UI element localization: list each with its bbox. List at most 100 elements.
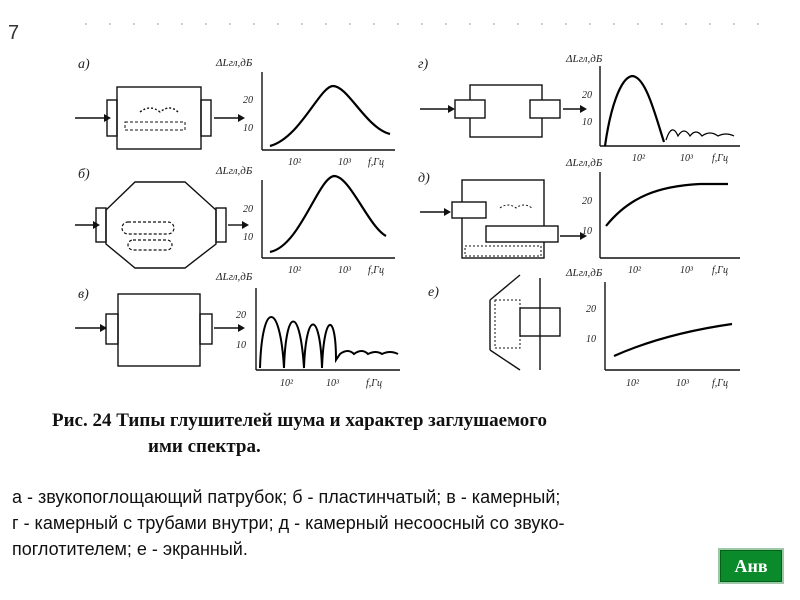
panel-d-absorber-bottom (464, 245, 542, 257)
panel-e-xtick-2: 10³ (676, 378, 690, 389)
panel-e-curve (613, 322, 733, 358)
caption-legend-line-2: г - камерный с трубами внутри; д - камер… (12, 513, 565, 533)
panel-d-xtick-1: 10² (628, 265, 642, 276)
panel-b-ylabel: ΔLгл,дБ (215, 165, 253, 177)
panel-v-ylabel: ΔLгл,дБ (215, 271, 253, 283)
panel-d-ytick-10: 10 (582, 226, 592, 237)
panel-d-inlet-arrowhead (444, 208, 451, 216)
panel-g-letter: г) (418, 57, 428, 72)
panel-g-xtick-unit: f,Гц (712, 153, 728, 164)
panel-g-xtick-2: 10³ (680, 153, 694, 164)
caption-legend-line-3: поглотителем; е - экранный. (12, 539, 248, 559)
caption-title-line-1: Рис. 24 Типы глушителей шума и характер … (52, 410, 547, 431)
panel-d-ylabel: ΔLгл,дБ (565, 157, 603, 169)
panel-v-curve (259, 316, 399, 369)
panel-a-ylabel: ΔLгл,дБ (215, 57, 253, 69)
panel-a-chart: ΔLгл,дБ 20 10 10² 10³ f,Гц (215, 57, 395, 168)
panel-d-inlet-pipe (451, 201, 487, 219)
muffler-figure: а) ΔLгл,дБ 20 10 10² 10³ f,Гц г) (75, 23, 760, 389)
panel-v-device (75, 293, 245, 367)
panel-v-outlet-flange (199, 313, 213, 345)
panel-d-outlet-arrowhead (580, 232, 587, 240)
panel-e-ytick-20: 20 (586, 304, 596, 315)
panel-g-chart: ΔLгл,дБ 20 10 10² 10³ f,Гц (565, 53, 740, 164)
panel-b: б) ΔLгл,дБ 20 10 10² 10³ f,Гц (75, 165, 395, 276)
panel-d-chamber (461, 179, 545, 259)
panel-g-curve-tail (665, 129, 735, 141)
panel-v-chamber (117, 293, 201, 367)
panel-b-plate-1 (121, 221, 175, 235)
panel-b-xtick-1: 10² (288, 265, 302, 276)
panel-a-device (75, 86, 245, 150)
panel-v-xtick-2: 10³ (326, 378, 340, 389)
panel-b-outlet-arrowhead (242, 221, 249, 229)
panel-b-device (75, 181, 249, 269)
panel-a-chamber (116, 86, 202, 150)
panel-e-device (489, 274, 561, 371)
panel-g-outlet-pipe (529, 99, 561, 119)
panel-d-device (420, 179, 587, 259)
panel-d-curve (605, 182, 728, 227)
panel-e-xtick-unit: f,Гц (712, 378, 728, 389)
panel-v-outlet-arrowhead (238, 324, 245, 332)
panel-g-inlet-arrowhead (448, 105, 455, 113)
panel-b-plate-2 (127, 239, 173, 251)
panel-v: в) ΔLгл,дБ 20 10 10² 10³ f,Гц (75, 271, 400, 389)
panel-g-outlet-arrowhead (580, 105, 587, 113)
panel-d-ytick-20: 20 (582, 196, 592, 207)
panel-e-ylabel: ΔLгл,дБ (565, 267, 603, 279)
panel-g-device (420, 84, 587, 138)
panel-v-inlet-arrowhead (100, 324, 107, 332)
panel-b-outlet-flange (215, 207, 227, 243)
nav-button-anv[interactable]: Анв (718, 548, 784, 584)
panel-e-xtick-1: 10² (626, 378, 640, 389)
panel-v-xtick-1: 10² (280, 378, 294, 389)
panel-v-ytick-20: 20 (236, 310, 246, 321)
panel-b-ytick-10: 10 (243, 232, 253, 243)
panel-a-liner (139, 107, 179, 113)
panel-a-outlet-flange (200, 99, 212, 137)
panel-g-ytick-10: 10 (582, 117, 592, 128)
panel-b-xtick-2: 10³ (338, 265, 352, 276)
panel-a-xtick-unit: f,Гц (368, 157, 384, 168)
panel-g-ylabel: ΔLгл,дБ (565, 53, 603, 65)
panel-e-screen-top (489, 274, 521, 301)
panel-b-xtick-unit: f,Гц (368, 265, 384, 276)
panel-g-ytick-20: 20 (582, 90, 592, 101)
panel-v-chart: ΔLгл,дБ 20 10 10² 10³ f,Гц (215, 271, 400, 389)
panel-a-curve (269, 84, 391, 148)
panel-b-letter: б) (78, 167, 90, 182)
panel-a-xtick-2: 10³ (338, 157, 352, 168)
panel-e-absorber (494, 299, 521, 349)
panel-a-outlet-arrowhead (238, 114, 245, 122)
panel-a-inlet-arrowhead (104, 114, 111, 122)
panel-a-ytick-20: 20 (243, 95, 253, 106)
figure-caption-title: Рис. 24 Типы глушителей шума и характер … (52, 408, 772, 460)
panel-b-curve (269, 174, 387, 254)
panel-v-inlet-flange (105, 313, 119, 345)
panel-d-outlet-pipe (485, 225, 559, 243)
panel-a-xtick-1: 10² (288, 157, 302, 168)
panel-d-chart: ΔLгл,дБ 20 10 10² 10³ f,Гц (565, 157, 740, 276)
panel-e: е) ΔLгл,дБ 20 10 10² 10³ f,Гц (428, 267, 740, 389)
panel-b-ytick-20: 20 (243, 204, 253, 215)
panel-g-curve-main (603, 74, 666, 147)
panel-e-chart: ΔLгл,дБ 20 10 10² 10³ f,Гц (565, 267, 740, 389)
panel-a-letter: а) (78, 57, 90, 72)
panel-d-xtick-unit: f,Гц (712, 265, 728, 276)
figure-caption-legend: а - звукопоглощающий патрубок; б - пласт… (12, 484, 782, 562)
panel-e-letter: е) (428, 285, 439, 300)
panel-g-xtick-1: 10² (632, 153, 646, 164)
panel-a-ytick-10: 10 (243, 123, 253, 134)
panel-v-letter: в) (78, 287, 89, 302)
panel-v-ytick-10: 10 (236, 340, 246, 351)
panel-d-xtick-2: 10³ (680, 265, 694, 276)
panel-a-absorber (124, 121, 186, 131)
caption-legend-line-1: а - звукопоглощающий патрубок; б - пласт… (12, 487, 561, 507)
panel-a: а) ΔLгл,дБ 20 10 10² 10³ f,Гц (75, 57, 395, 168)
panel-e-ytick-10: 10 (586, 334, 596, 345)
caption-title-line-2: ими спектра. (148, 436, 261, 457)
panel-d-liner (499, 204, 533, 209)
panel-e-screen-bottom (489, 349, 521, 371)
panel-g: г) ΔLгл,дБ 20 10 10² 10³ f,Гц (418, 53, 740, 164)
